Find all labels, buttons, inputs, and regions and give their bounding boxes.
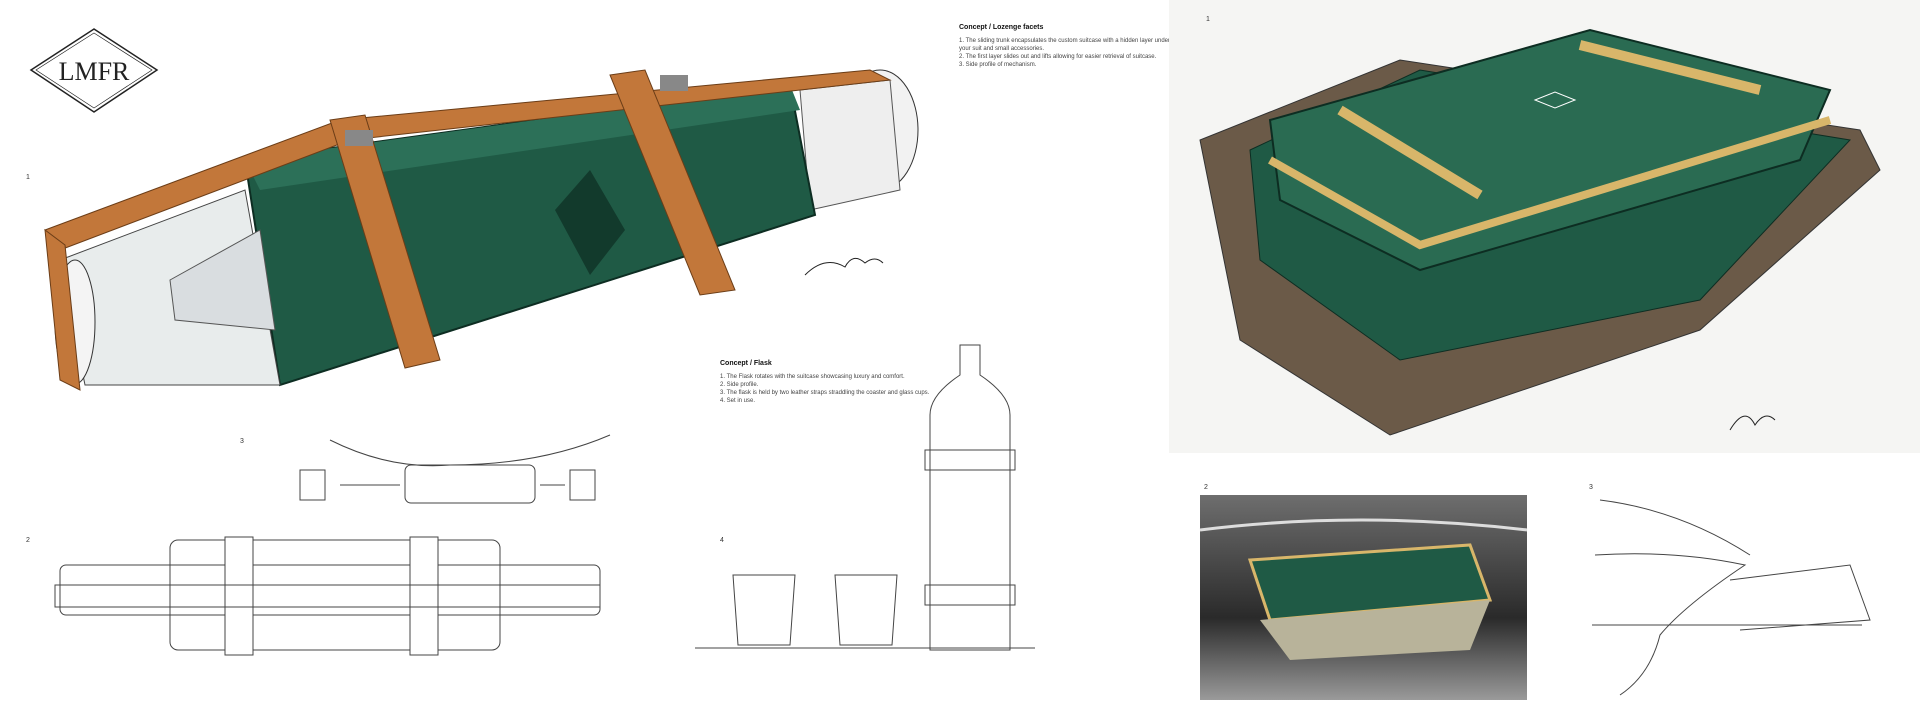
svg-text:LMFR: LMFR [59,57,130,86]
notes-title: Concept / Lozenge facets [959,24,1044,31]
flask-notes: Concept / Flask 1. The Flask rotates wit… [720,360,980,405]
figure-label: 1 [26,174,30,181]
figure-label: 3 [240,438,244,445]
lozenge-notes: Concept / Lozenge facets 1. The sliding … [959,24,1199,69]
note-item: 3. Side profile of mechanism. [959,62,1037,68]
note-item: 3. The flask is held by two leather stra… [720,390,930,396]
note-item: 2. The first layer slides out and lifts … [959,54,1157,60]
note-item: 1. The sliding trunk encapsulates the cu… [959,38,1194,52]
figure-label: 3 [1589,484,1593,491]
notes-title: Concept / Flask [720,360,772,367]
figure-label: 2 [1204,484,1208,491]
note-item: 4. Set in use. [720,398,756,404]
figure-label: 1 [1206,16,1210,23]
figure-label: 4 [720,537,724,544]
note-item: 1. The Flask rotates with the suitcase s… [720,374,905,380]
note-item: 2. Side profile. [720,382,759,388]
figure-label: 2 [26,537,30,544]
